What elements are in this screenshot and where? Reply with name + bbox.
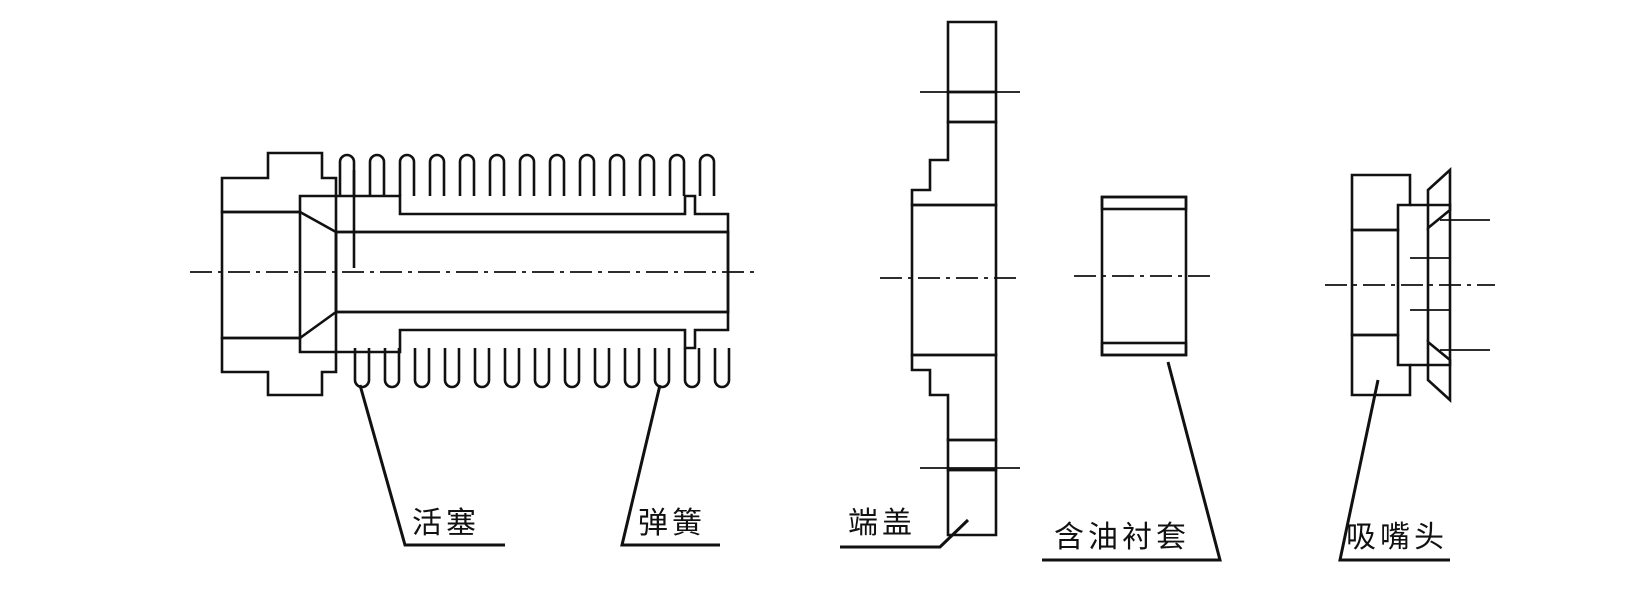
- spring-coil-top: [458, 153, 476, 196]
- spring-coil-bottom: [533, 348, 551, 389]
- spring-coil-bottom: [413, 348, 431, 389]
- spring-coil-top: [518, 153, 536, 196]
- oil-bushing-leader: [1042, 361, 1222, 562]
- spring-coil-top: [668, 153, 686, 196]
- spring-coil-bottom: [383, 348, 401, 389]
- end-cover-leader: [840, 518, 970, 549]
- piston-assembly: [190, 151, 760, 547]
- spring-coil-top: [428, 153, 446, 196]
- spring-coil-bottom: [623, 348, 641, 389]
- spring-coil-bottom: [593, 348, 611, 389]
- oil-bushing-label: 含油衬套: [1054, 520, 1190, 555]
- spring-coil-top: [578, 153, 596, 196]
- spring-coil-top: [398, 153, 416, 196]
- suction-nozzle: [1325, 167, 1495, 562]
- piston-shaft: [334, 170, 730, 354]
- end-cover: [840, 20, 1022, 549]
- spring-coil-top: [488, 153, 506, 196]
- end-cover-label: 端盖: [848, 506, 916, 541]
- piston-head: [220, 151, 338, 397]
- spring-coil-bottom: [503, 348, 521, 389]
- spring-leader: [620, 384, 720, 547]
- spring-label: 弹簧: [638, 506, 706, 541]
- spring-coil-bottom: [713, 348, 731, 389]
- spring-coil-bottom: [563, 348, 581, 389]
- spring-coil-bottom: [653, 348, 671, 389]
- spring-coil-bottom: [683, 348, 701, 389]
- spring-coil-bottom: [353, 348, 371, 389]
- spring-coil-top: [698, 153, 716, 196]
- spring-coil-top: [368, 153, 386, 196]
- spring-coil-top: [548, 153, 566, 196]
- spring-coil-bottom: [473, 348, 491, 389]
- oil-bushing: [1042, 195, 1222, 562]
- spring-coils: [338, 153, 731, 389]
- spring-coil-top: [338, 153, 356, 196]
- suction-nozzle-leader: [1338, 379, 1450, 562]
- piston-leader: [358, 384, 505, 547]
- suction-nozzle-label: 吸嘴头: [1346, 520, 1448, 555]
- spring-coil-top: [638, 153, 656, 196]
- piston-label: 活塞: [412, 506, 480, 541]
- spring-coil-top: [608, 153, 626, 196]
- spring-coil-bottom: [443, 348, 461, 389]
